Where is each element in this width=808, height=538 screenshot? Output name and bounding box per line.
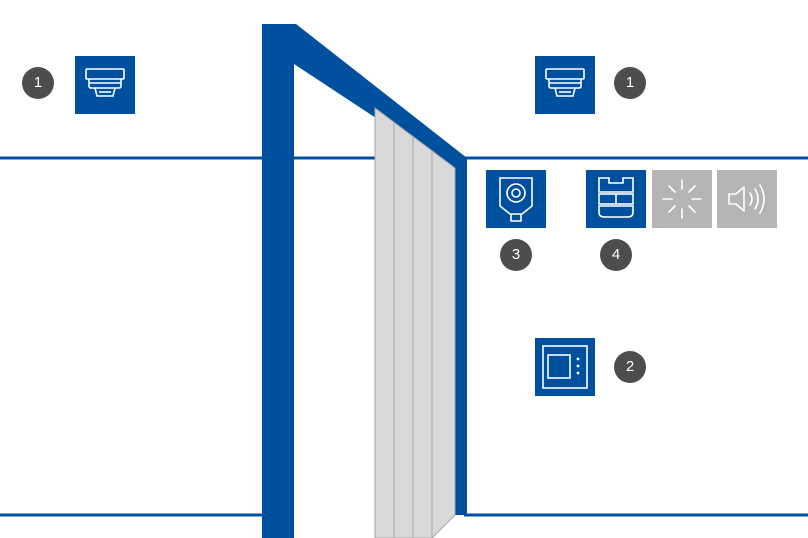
smoke-detector-right[interactable] xyxy=(535,56,595,114)
smoke-detector-left[interactable] xyxy=(75,56,135,114)
release-button-icon xyxy=(542,345,588,389)
badge-1-right: 1 xyxy=(614,67,646,99)
door-controller-icon xyxy=(598,177,634,218)
door-magnet[interactable] xyxy=(486,170,546,228)
door-frame xyxy=(262,24,467,538)
door-magnet-icon xyxy=(499,177,533,222)
door-controller[interactable] xyxy=(586,170,646,228)
acoustic-signal[interactable] xyxy=(717,170,777,228)
door-leaf xyxy=(374,107,456,538)
badge-4: 4 xyxy=(600,239,632,271)
hand-release-button[interactable] xyxy=(535,338,595,396)
smoke-detector-icon xyxy=(85,68,125,97)
badge-1-left: 1 xyxy=(22,67,54,99)
flash-light[interactable] xyxy=(652,170,712,228)
speaker-icon xyxy=(728,184,765,214)
badge-3: 3 xyxy=(500,239,532,271)
smoke-detector-icon xyxy=(545,68,585,97)
flash-light-icon xyxy=(662,179,702,219)
badge-2: 2 xyxy=(614,351,646,383)
